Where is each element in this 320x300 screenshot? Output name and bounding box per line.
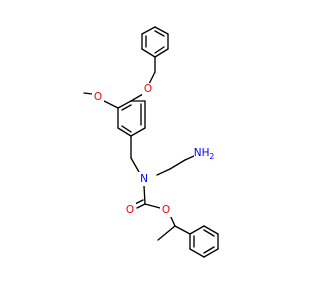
bond-double-inner [154,46,165,54]
bond-double [134,199,144,205]
benzyl-ring [141,26,169,58]
bond [83,92,93,95]
bond [203,248,219,258]
bond-double-inner [121,125,132,133]
methoxy-oxygen-label: O [94,91,102,103]
bond [148,71,156,85]
bond [144,203,161,209]
bond [130,157,140,173]
bond [184,155,195,161]
amine-nitrogen-label: N [140,173,148,185]
bond [203,225,219,235]
atom-labels: O O N NH2 O O [92,83,216,217]
bond-double-inner [121,104,132,111]
bond [136,203,146,209]
ester-oxygen-label: O [162,204,170,216]
bond [117,127,132,137]
bond [141,48,156,58]
molecule-canvas: O O N NH2 O O [83,26,219,258]
bond [169,159,186,170]
bond [130,127,146,137]
central-ring [117,100,146,137]
amino-subscript: 2 [209,152,214,161]
bond-double-inner [203,229,215,237]
bond [130,93,144,102]
amino-group-label: NH2 [194,147,215,161]
phenyl-ring [189,225,219,258]
ether-oxygen-label: O [144,83,152,95]
bond [189,248,205,258]
bond [141,26,156,35]
bond [143,185,146,205]
amino-nh: NH [194,147,210,159]
bond [156,168,171,176]
bond-double-inner [203,246,215,254]
bond-double-inner [154,30,165,37]
bond [154,26,169,35]
bond [103,100,119,109]
bond [189,225,205,235]
bond [154,48,169,58]
bond [157,225,176,241]
structure-diagram: O O N NH2 O O [83,26,219,258]
bond [117,100,132,109]
carbonyl-oxygen-label: O [126,204,134,216]
bond [174,225,191,235]
